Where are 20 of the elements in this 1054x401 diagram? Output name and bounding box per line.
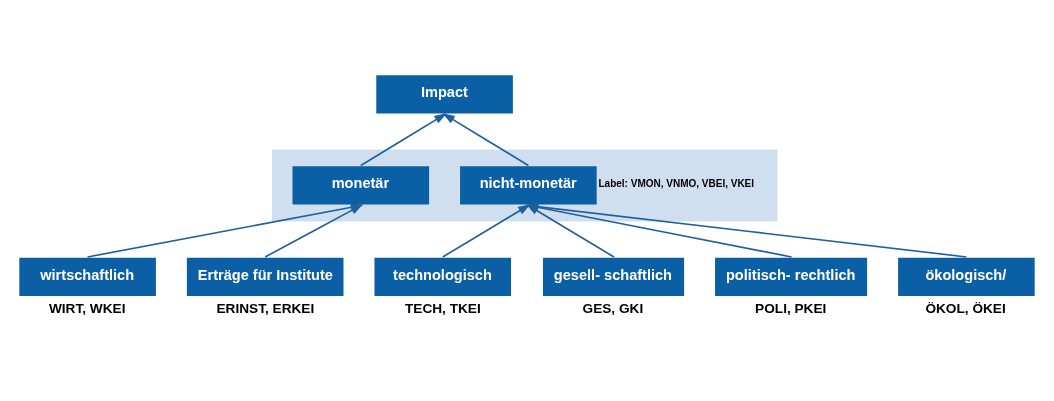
node-box: ökologisch/ <box>898 257 1035 297</box>
node-box: Impact <box>376 75 513 114</box>
node-box: Erträge für Institute <box>186 257 344 297</box>
node-label: WIRT, WKEI <box>48 301 126 317</box>
arrow <box>442 113 530 167</box>
node-box: nicht-monetär <box>460 166 597 205</box>
node-box: wirtschaftlich <box>19 257 156 297</box>
node-box: politisch- rechtlich <box>715 257 868 297</box>
node-label: ÖKOL, ÖKEI <box>925 301 1006 317</box>
cluster <box>272 149 778 222</box>
node-label: TECH, TKEI <box>404 301 481 317</box>
arrow <box>360 113 447 167</box>
node-label: GES, GKI <box>582 301 644 317</box>
node-label: Label: VMON, VNMO, VBEI, VKEI <box>598 178 755 190</box>
node-box: gesell- schaftlich <box>542 257 685 297</box>
node-box: monetär <box>292 166 430 205</box>
node-label: ERINST, ERKEI <box>216 301 315 317</box>
node-box: technologisch <box>374 257 512 297</box>
arrow <box>441 204 531 258</box>
node-label: POLI, PKEI <box>755 301 827 317</box>
